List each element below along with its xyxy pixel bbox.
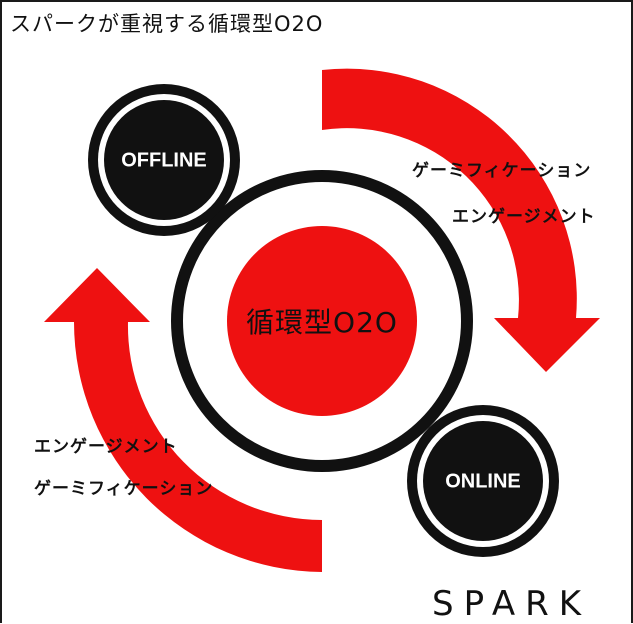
center-disc [227, 226, 417, 416]
right-cycle-arrow [322, 68, 600, 372]
left-cycle-arrow [44, 268, 322, 572]
right-arrow-label-2: エンゲージメント [452, 207, 596, 227]
diagram-title: スパークが重視する循環型O2O [10, 12, 324, 36]
left-arrow-label-1: エンゲージメント [34, 437, 178, 457]
frame-border-left [0, 0, 2, 623]
frame-border-right [631, 0, 633, 623]
online-bubble-inner [423, 421, 543, 541]
offline-bubble-inner [104, 100, 224, 220]
center-label: 循環型O2O [246, 306, 398, 339]
left-arrow-label-2: ゲーミフィケーション [34, 479, 214, 499]
frame-border-top [0, 0, 633, 2]
right-arrow-label-1: ゲーミフィケーション [412, 161, 592, 181]
spark-logo: SPARK [432, 584, 592, 624]
offline-label: OFFLINE [121, 149, 207, 172]
online-label: ONLINE [445, 470, 521, 493]
